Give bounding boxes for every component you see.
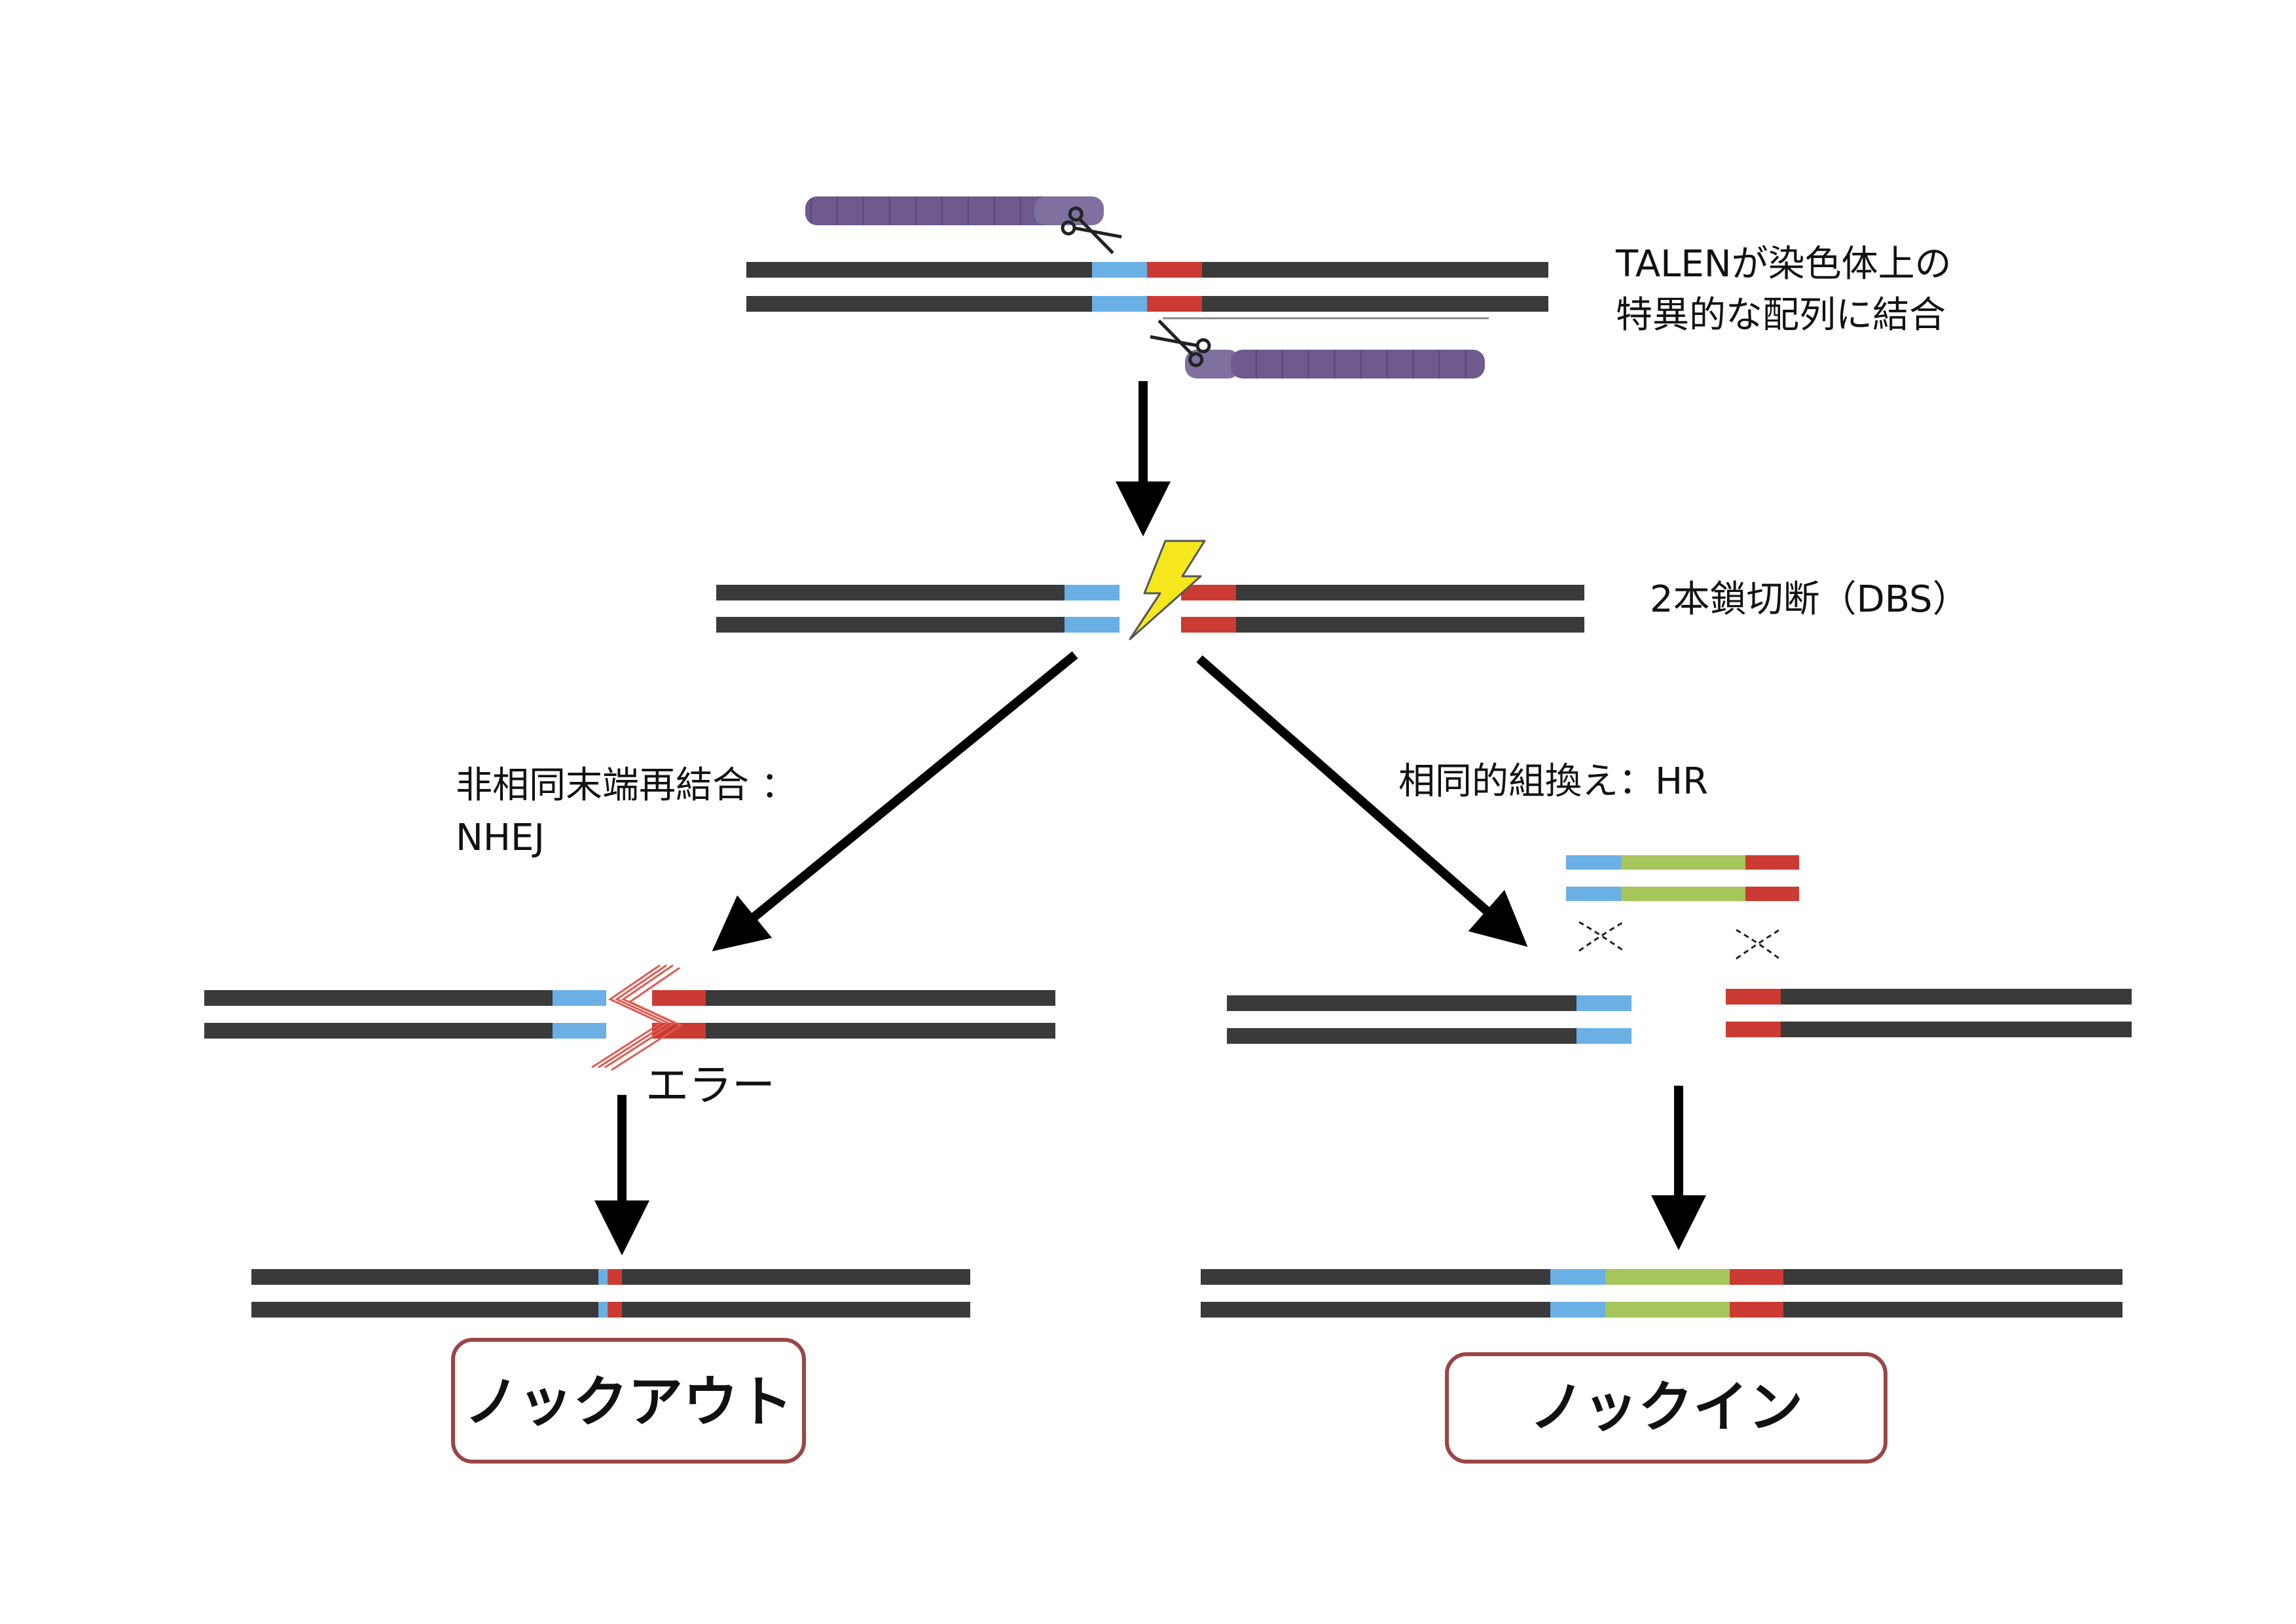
scissors-icon (1061, 206, 1122, 255)
arrow-to-nhej (712, 651, 1078, 951)
mutated-right-bottom (608, 1302, 622, 1318)
right-target-top (1147, 262, 1202, 278)
left-end-bottom (553, 1023, 606, 1039)
stage-double-strand-break: 2本鎖切断（DBS） (716, 540, 1969, 640)
left-end-top (1065, 585, 1120, 600)
left-end-top (1576, 995, 1631, 1011)
left-target-bottom (1092, 296, 1147, 312)
stage-knockin: ノックイン (1201, 1269, 2123, 1464)
strand-left-top (204, 990, 606, 1006)
right-end-top (1726, 989, 1781, 1005)
left-end-bottom (1576, 1028, 1631, 1044)
talen-protein-top (805, 196, 1104, 225)
right-end-top (652, 990, 706, 1006)
strand-left-top (716, 585, 1120, 600)
mutated-left-bottom (598, 1302, 608, 1318)
error-label: エラー (646, 1060, 775, 1111)
strand-right-bottom (1181, 617, 1584, 633)
hr-label: 相同的組換え：HR (1398, 760, 1708, 803)
nhej-label-line2: NHEJ (456, 817, 545, 859)
stage-nhej-repair: エラー (204, 964, 1055, 1111)
insert-bottom (1605, 1302, 1730, 1318)
knockin-label: ノックイン (1529, 1375, 1803, 1439)
strand-left-bottom (716, 617, 1120, 633)
strand-left-bottom (204, 1023, 606, 1039)
talen-binding-label-line1: TALENが染色体上の (1615, 243, 1952, 286)
nhej-label-line1: 非相同末端再結合 ： (456, 764, 797, 807)
left-target-top (1092, 262, 1147, 278)
right-end-bottom (1726, 1022, 1781, 1037)
dna-duplex-initial (746, 262, 1548, 320)
donor-dna (1566, 855, 1799, 901)
strand-left-bottom (1227, 1028, 1631, 1044)
right-end-bottom (1181, 617, 1236, 633)
talen-binding-label-line2: 特異的な配列に結合 (1616, 294, 1946, 337)
right-homology-top (1730, 1269, 1783, 1285)
talen-protein-bottom (1185, 350, 1485, 378)
knockout-label: ノックアウト (464, 1370, 793, 1434)
donor-right-bottom (1745, 887, 1799, 901)
knockin-box (1445, 1352, 1887, 1464)
lightning-bolt-icon (1129, 540, 1206, 640)
crossover-mark-icon (1578, 921, 1624, 952)
strand-left-top (1227, 995, 1631, 1011)
donor-insert-top (1621, 855, 1745, 870)
right-end-top (1181, 585, 1236, 600)
strand-right-top (1181, 585, 1584, 600)
knockout-box (451, 1338, 806, 1464)
right-target-bottom (1147, 296, 1202, 312)
left-end-top (553, 990, 606, 1006)
right-homology-bottom (1730, 1302, 1783, 1318)
mutated-left-top (598, 1269, 608, 1285)
strand-right-bottom (652, 1023, 1055, 1039)
scissors-icon (1150, 319, 1211, 367)
stage-knockout: ノックアウト (251, 1269, 970, 1464)
donor-left-bottom (1566, 887, 1621, 901)
stage-hr-repair (1227, 855, 2132, 1044)
left-homology-bottom (1550, 1302, 1605, 1318)
mutated-right-top (608, 1269, 622, 1285)
arrow-to-hr (1196, 655, 1528, 947)
strand-right-bottom (1726, 1022, 2132, 1037)
left-homology-top (1550, 1269, 1605, 1285)
crossover-mark-icon (1736, 929, 1780, 960)
insert-top (1605, 1269, 1730, 1285)
left-end-bottom (1065, 617, 1120, 633)
stage-talen-binding: TALENが染色体上の 特異的な配列に結合 (746, 196, 1952, 378)
donor-left-top (1566, 855, 1621, 870)
donor-right-top (1745, 855, 1799, 870)
jagged-break-icon (591, 964, 683, 1071)
dsb-label: 2本鎖切断（DBS） (1650, 578, 1969, 621)
strand-right-top (652, 990, 1055, 1006)
strand-right-top (1726, 989, 2132, 1005)
donor-insert-bottom (1621, 887, 1745, 901)
